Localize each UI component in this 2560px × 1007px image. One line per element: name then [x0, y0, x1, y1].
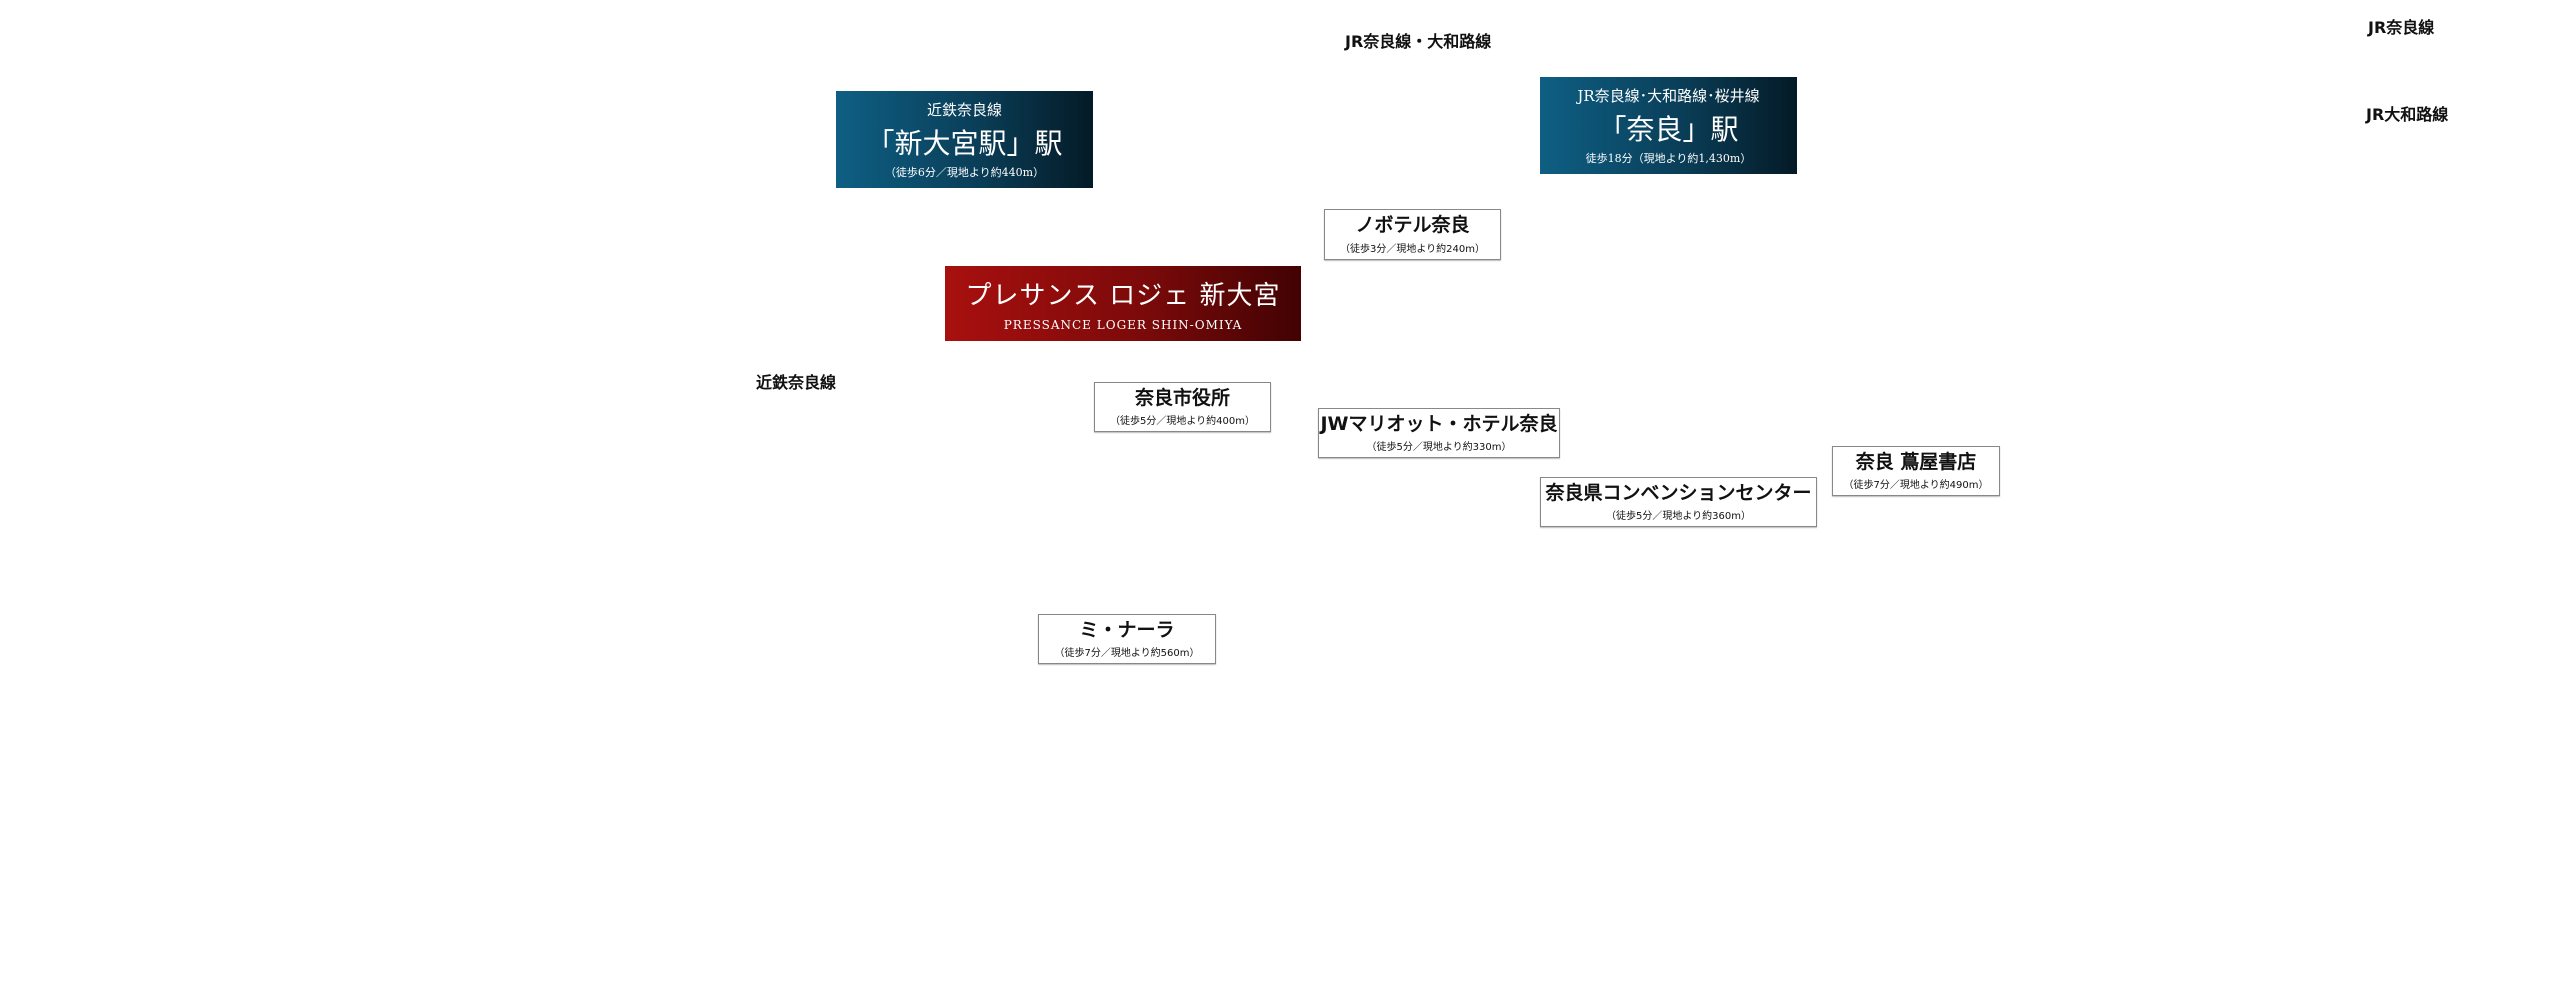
- station-name: 「奈良」駅: [1598, 113, 1739, 146]
- spot-name: 奈良県コンベンションセンター: [1545, 481, 1812, 504]
- spot-walk: （徒歩7分／現地より約490m）: [1843, 480, 1989, 492]
- spot-name: 奈良市役所: [1134, 386, 1230, 409]
- spot-novotel-nara[interactable]: ノボテル奈良 （徒歩3分／現地より約240m）: [1324, 209, 1501, 260]
- spot-mi-nara[interactable]: ミ・ナーラ （徒歩7分／現地より約560m）: [1038, 614, 1216, 664]
- spot-nara-city-hall[interactable]: 奈良市役所 （徒歩5分／現地より約400m）: [1094, 382, 1271, 432]
- spot-walk: （徒歩5分／現地より約330m）: [1366, 442, 1512, 454]
- spot-name: 奈良 蔦屋書店: [1855, 450, 1977, 473]
- line-label-jr-nara: JR奈良線: [2368, 18, 2435, 37]
- station-walk: （徒歩6分／現地より約440m）: [884, 166, 1045, 179]
- line-label-jr-nara-yamatoji: JR奈良線・大和路線: [1345, 32, 1492, 51]
- line-label-jr-yamatoji: JR大和路線: [2366, 105, 2449, 124]
- spot-name: ミ・ナーラ: [1079, 618, 1175, 641]
- spot-walk: （徒歩5分／現地より約360m）: [1606, 511, 1751, 523]
- station-walk: 徒歩18分（現地より約1,430m）: [1585, 152, 1752, 165]
- property-name-jp: プレサンス ロジェ 新大宮: [965, 281, 1281, 311]
- spot-jw-marriott[interactable]: JWマリオット・ホテル奈良 （徒歩5分／現地より約330m）: [1318, 408, 1560, 458]
- spot-walk: （徒歩7分／現地より約560m）: [1054, 648, 1200, 660]
- line-label-kintetsu-nara: 近鉄奈良線: [756, 373, 837, 392]
- spot-convention-center[interactable]: 奈良県コンベンションセンター （徒歩5分／現地より約360m）: [1540, 477, 1817, 527]
- station-nara[interactable]: JR奈良線･大和路線･桜井線 「奈良」駅 徒歩18分（現地より約1,430m）: [1540, 77, 1797, 174]
- station-line: JR奈良線･大和路線･桜井線: [1577, 87, 1760, 105]
- station-name: 「新大宮駅」駅: [866, 127, 1063, 160]
- spot-tsutaya-books[interactable]: 奈良 蔦屋書店 （徒歩7分／現地より約490m）: [1832, 446, 2000, 496]
- spot-name: JWマリオット・ホテル奈良: [1320, 412, 1558, 435]
- spot-walk: （徒歩3分／現地より約240m）: [1340, 243, 1485, 255]
- property-name-en: PRESSANCE LOGER SHIN-OMIYA: [1003, 318, 1243, 332]
- station-line: 近鉄奈良線: [926, 101, 1002, 119]
- spot-name: ノボテル奈良: [1355, 214, 1470, 237]
- station-shin-omiya[interactable]: 近鉄奈良線 「新大宮駅」駅 （徒歩6分／現地より約440m）: [836, 91, 1093, 188]
- spot-walk: （徒歩5分／現地より約400m）: [1110, 416, 1255, 428]
- property-label[interactable]: プレサンス ロジェ 新大宮 PRESSANCE LOGER SHIN-OMIYA: [945, 266, 1301, 341]
